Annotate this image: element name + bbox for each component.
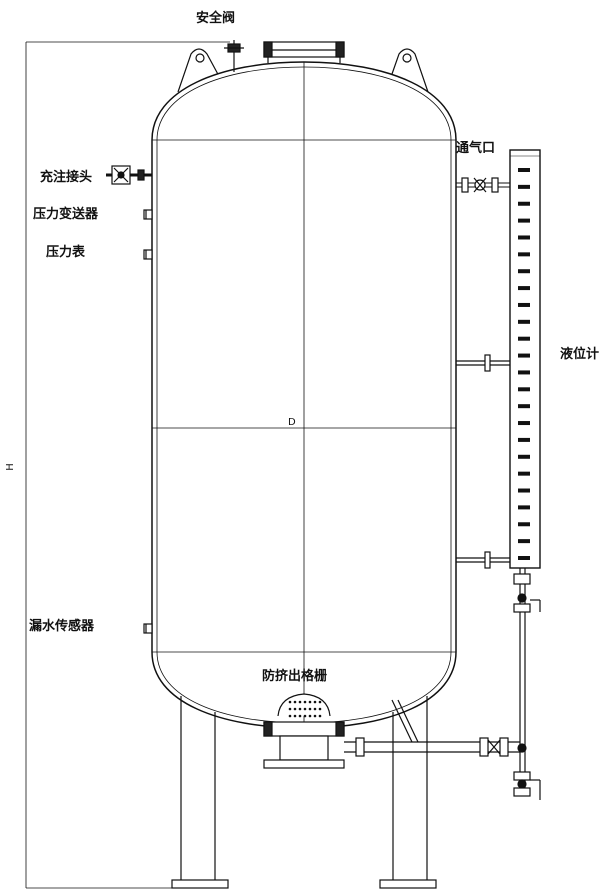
level-gauge-mark [518,370,530,375]
level-gauge-mark [518,168,530,172]
pressure-gauge-nozzle [143,249,153,260]
pressure-transmitter-nozzle [143,209,153,220]
support-leg-left [171,696,229,889]
grille-hole [288,707,292,711]
level-gauge-mark [518,286,530,291]
lifting-lug-right [391,48,429,93]
pressure-gauge-label: 压力表 [46,245,86,260]
diameter-label: D [288,417,296,428]
outlet-pipe [344,699,520,757]
level-gauge-mark [518,556,530,560]
level-gauge-mark [518,404,530,409]
top-manhole [263,41,345,63]
grille-hole [313,700,317,704]
grille-hole [313,714,317,718]
grille-hole [318,707,322,711]
grille-hole [293,700,297,704]
seam-lines [152,62,456,728]
level-gauge-mark [518,336,530,341]
grille-hole [288,700,292,704]
grille-hole [308,714,312,718]
grille-hole [318,714,322,718]
grille-hole [293,714,297,718]
pressure-transmitter-label: 压力变送器 [33,207,99,222]
fill-connector-icon [106,165,152,185]
grille-hole [303,707,307,711]
height-dimension [25,41,230,889]
level-gauge-marks [518,168,530,560]
level-gauge-mark [518,387,530,392]
grille-hole [298,707,302,711]
level-gauge-mark [518,319,530,324]
level-gauge-label: 液位计 [560,347,600,362]
anti-extrusion-grille-icon [288,700,322,718]
level-gauge-mark [518,454,530,459]
level-gauge-mark [518,201,530,206]
anti-extrusion-grille-label: 防挤出格栅 [262,669,328,684]
level-gauge-mark [518,488,530,493]
level-gauge-mark [518,235,530,240]
bottom-outlet [263,693,345,769]
grille-hole [313,707,317,711]
grille-hole [298,714,302,718]
grille-hole [303,714,307,718]
level-gauge-mark [518,353,530,358]
grille-hole [298,700,302,704]
support-leg-right [379,696,437,889]
level-gauge-mark [518,437,530,442]
grille-hole [318,700,322,704]
height-label: H [4,463,16,471]
level-gauge-mark [518,522,530,527]
grille-hole [308,707,312,711]
level-gauge-mark [518,505,530,510]
vent-label: 通气口 [456,141,496,156]
level-gauge-mark [518,252,530,257]
level-gauge-mark [518,471,530,476]
grille-hole [303,700,307,704]
leak-sensor-nozzle [143,623,153,634]
level-gauge-mark [518,184,530,189]
level-gauge-mark [518,269,530,274]
fill-connector-label: 充注接头 [40,170,93,185]
level-gauge-mark [518,539,530,544]
grille-hole [288,714,292,718]
safety-valve-icon [224,40,244,72]
lifting-lug-left [177,48,221,93]
leak-sensor-label: 漏水传感器 [29,619,95,634]
level-gauge-mark [518,218,530,223]
grille-hole [308,700,312,704]
grille-hole [293,707,297,711]
level-gauge-icon [456,149,541,800]
safety-valve-label: 安全阀 [196,11,236,26]
level-gauge-mark [518,302,530,307]
level-gauge-mark [518,421,530,426]
